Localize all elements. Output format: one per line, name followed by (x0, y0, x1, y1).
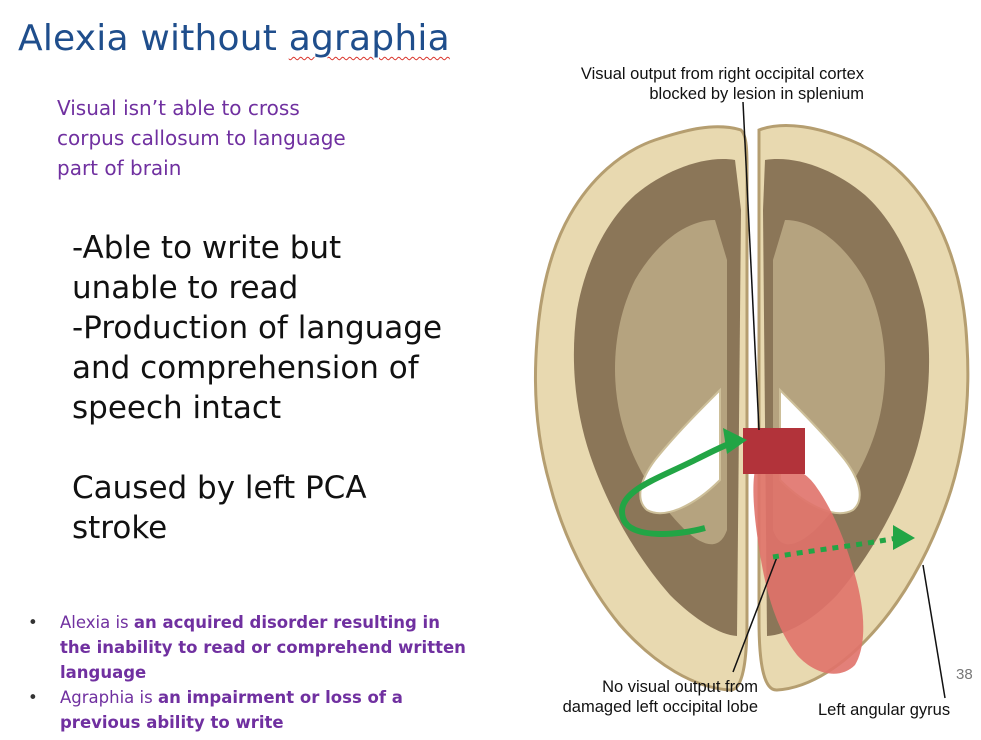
splenium-lesion (743, 428, 805, 474)
definition-term: Alexia is (60, 613, 134, 632)
title-prefix: Alexia without (18, 18, 289, 59)
definitions-list: • Alexia is an acquired disorder resultin… (28, 610, 468, 735)
caption-angular-gyrus: Left angular gyrus (818, 701, 951, 719)
definition-text: an impairment or loss of a previous abil… (60, 688, 403, 732)
definition-term: Agraphia is (60, 688, 158, 707)
main-line-production: -Production of language and comprehensio… (72, 310, 443, 426)
main-line-write-read: -Able to write but unable to read (72, 230, 342, 306)
occipital-lesion (753, 465, 864, 674)
definition-alexia: • Alexia is an acquired disorder resultin… (28, 610, 468, 685)
definition-text: an acquired disorder resulting in the in… (60, 613, 466, 682)
spacer (72, 428, 452, 468)
definition-agraphia: • Agraphia is an impairment or loss of a … (28, 685, 468, 735)
arrowhead-icon (723, 428, 747, 454)
title-underlined-word: agraphia (288, 18, 450, 59)
caption-splenium-line-1: Visual output from right occipital corte… (580, 65, 864, 83)
main-bullets: -Able to write but unable to read -Produ… (72, 228, 452, 548)
pointer-line-splenium (742, 101, 760, 431)
caption-splenium-line-2: blocked by lesion in splenium (649, 85, 864, 103)
bullet-icon: • (28, 613, 38, 632)
dotted-arrowhead-icon (893, 525, 915, 550)
caption-occipital: No visual output from damaged left occipi… (520, 677, 758, 717)
dotted-pathway-arrow (772, 535, 898, 560)
pointer-line-angular-gyrus (922, 564, 946, 699)
caption-occipital-line-1: No visual output from (602, 678, 758, 696)
left-ventricle (639, 387, 721, 515)
page-number: 38 (956, 666, 973, 683)
caption-occipital-line-2: damaged left occipital lobe (562, 698, 758, 716)
pointer-line-occipital (732, 556, 778, 673)
main-line-cause: Caused by left PCA stroke (72, 470, 367, 546)
brain-section-illustration (534, 101, 970, 699)
subnote-text: Visual isn’t able to cross corpus callos… (57, 96, 346, 180)
caption-splenium: Visual output from right occipital corte… (524, 64, 864, 104)
bullet-icon: • (28, 688, 38, 707)
slide-title: Alexia without agraphia (18, 18, 450, 59)
visual-pathway-arrow (619, 438, 738, 537)
